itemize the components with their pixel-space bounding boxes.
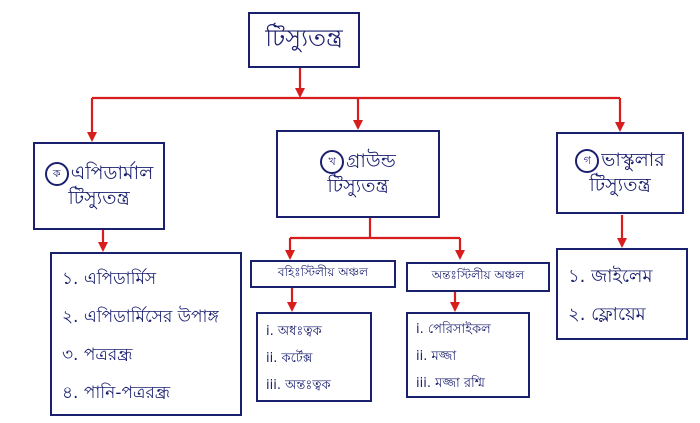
epidermal-list: ১. এপিডার্মিস ২. এপিডার্মিসের উপাঙ্গ ৩. …	[62, 260, 219, 412]
epidermal-list-box: ১. এপিডার্মিস ২. এপিডার্মিসের উপাঙ্গ ৩. …	[50, 252, 242, 416]
list-item: iii. মজ্জা রশ্মি	[416, 376, 485, 391]
outer-region-box: বহিঃস্টিলীয় অঞ্চল	[250, 260, 396, 288]
list-item: ৩. পত্ররন্ধ্র	[62, 345, 133, 365]
branch-ground-badge: খ	[320, 149, 345, 174]
list-item: ৪. পানি-পত্ররন্ধ্র	[62, 383, 171, 403]
root-label: টিস্যুতন্ত্র	[265, 24, 343, 52]
branch-epidermal-label-line1: এপিডার্মাল	[70, 162, 154, 185]
list-item: ১. এপিডার্মিস	[62, 269, 157, 289]
list-item: i. অধঃত্বক	[266, 324, 322, 339]
inner-region-list-box: i. পেরিসাইকল ii. মজ্জা iii. মজ্জা রশ্মি	[406, 312, 530, 398]
list-item: i. পেরিসাইকল	[416, 322, 491, 337]
list-item: ২. ফ্লোয়েম	[568, 304, 646, 325]
list-item: ii. কর্টেক্স	[266, 351, 313, 366]
outer-region-label: বহিঃস্টিলীয় অঞ্চল	[277, 265, 369, 279]
branch-ground-label-line1: গ্রাউন্ড	[346, 150, 396, 173]
branch-epidermal-label-line2: টিস্যুতন্ত্র	[68, 187, 130, 209]
list-item: ii. মজ্জা	[416, 349, 457, 364]
list-item: ২. এপিডার্মিসের উপাঙ্গ	[62, 307, 219, 327]
branch-epidermal-badge: ক	[44, 161, 69, 186]
list-item: iii. অন্তঃত্বক	[266, 378, 331, 393]
branch-vascular-badge: গ	[575, 148, 600, 173]
vascular-list: ১. জাইলেম ২. ফ্লোয়েম	[568, 258, 652, 334]
inner-region-label: অন্তঃস্টিলীয় অঞ্চল	[431, 268, 525, 282]
branch-ground-label-line2: টিস্যুতন্ত্র	[327, 175, 389, 197]
outer-region-list: i. অধঃত্বক ii. কর্টেক্স iii. অন্তঃত্বক	[266, 318, 331, 399]
inner-region-box: অন্তঃস্টিলীয় অঞ্চল	[406, 262, 550, 292]
inner-region-list: i. পেরিসাইকল ii. মজ্জা iii. মজ্জা রশ্মি	[416, 316, 491, 397]
outer-region-list-box: i. অধঃত্বক ii. কর্টেক্স iii. অন্তঃত্বক	[256, 312, 372, 402]
list-item: ১. জাইলেম	[568, 266, 653, 287]
branch-vascular-label-line2: টিস্যুতন্ত্র	[589, 174, 651, 196]
branch-vascular-label-line1: ভাস্কুলার	[601, 149, 665, 172]
root-box: টিস্যুতন্ত্র	[248, 12, 360, 68]
vascular-list-box: ১. জাইলেম ২. ফ্লোয়েম	[556, 248, 688, 340]
